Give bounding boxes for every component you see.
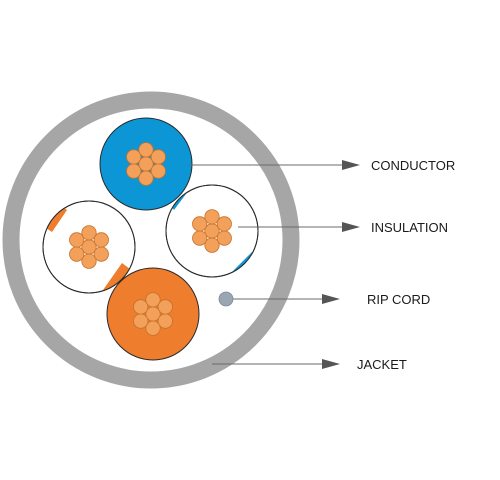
copper-strand bbox=[150, 149, 166, 165]
leader-jacket bbox=[212, 359, 340, 369]
copper-strand bbox=[204, 237, 220, 253]
copper-strand bbox=[93, 232, 109, 248]
rip-cord bbox=[218, 291, 234, 307]
label-rip-cord: RIP CORD bbox=[367, 292, 430, 307]
copper-strand bbox=[145, 292, 161, 308]
copper-strand bbox=[133, 313, 149, 329]
insulation-stripe bbox=[46, 205, 67, 232]
strand-bundle bbox=[126, 142, 166, 186]
leader-rip-cord bbox=[233, 294, 340, 304]
orange-stripe-insulation bbox=[42, 200, 136, 294]
label-conductor: CONDUCTOR bbox=[371, 158, 455, 173]
orange-pair-conductor bbox=[106, 267, 200, 361]
copper-strand bbox=[192, 216, 208, 232]
label-jacket: JACKET bbox=[357, 357, 407, 372]
copper-strand bbox=[133, 299, 149, 315]
copper-strand bbox=[145, 320, 161, 336]
leader-conductor bbox=[189, 160, 360, 170]
strand-bundle bbox=[133, 292, 173, 336]
copper-strand bbox=[126, 163, 142, 179]
label-insulation: INSULATION bbox=[371, 220, 448, 235]
copper-strand bbox=[69, 246, 85, 262]
insulation-stripe bbox=[103, 263, 130, 293]
copper-strand bbox=[192, 230, 208, 246]
copper-strand bbox=[69, 232, 85, 248]
strand-bundle bbox=[192, 209, 232, 253]
strand-bundle bbox=[69, 225, 109, 269]
jacket bbox=[2, 91, 300, 389]
copper-strand bbox=[216, 216, 232, 232]
copper-strand bbox=[81, 253, 97, 269]
copper-strand bbox=[138, 170, 154, 186]
copper-strand bbox=[126, 149, 142, 165]
copper-strand bbox=[204, 209, 220, 225]
cable-core bbox=[20, 109, 282, 371]
blue-pair-conductor bbox=[99, 117, 193, 211]
copper-strand bbox=[81, 225, 97, 241]
leader-insulation bbox=[238, 222, 360, 232]
copper-strand bbox=[157, 299, 173, 315]
copper-strand bbox=[138, 142, 154, 158]
